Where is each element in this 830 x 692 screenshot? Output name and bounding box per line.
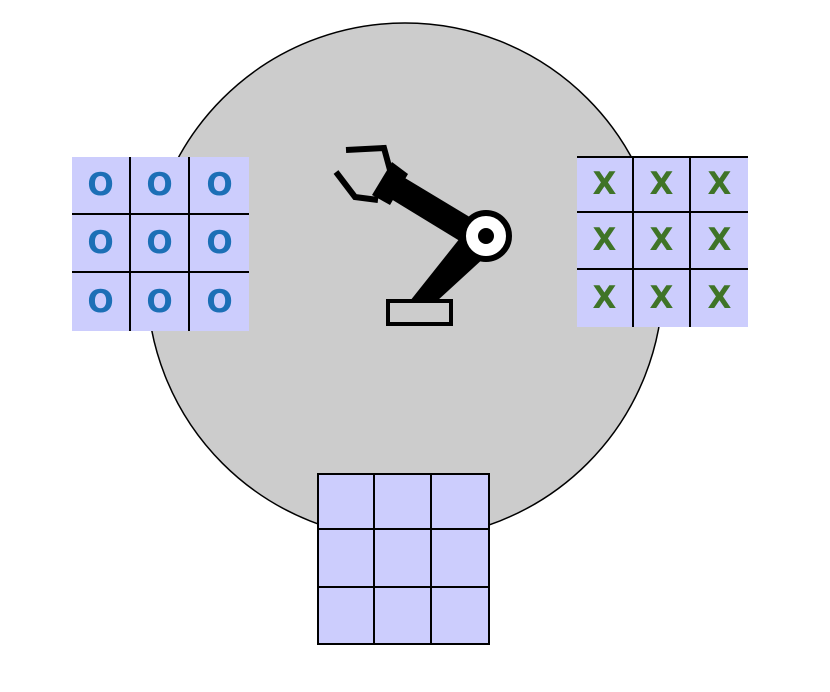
o-piece[interactable]: O: [190, 157, 249, 215]
o-piece[interactable]: O: [72, 157, 131, 215]
o-piece[interactable]: O: [72, 215, 131, 273]
board-cell[interactable]: [432, 530, 490, 588]
x-piece[interactable]: X: [691, 213, 748, 270]
tic-tac-toe-play-board: [317, 473, 490, 645]
board-cell[interactable]: [317, 473, 375, 531]
x-pieces-board: X X X X X X X X X: [577, 156, 748, 327]
o-piece[interactable]: O: [131, 157, 190, 215]
o-piece[interactable]: O: [190, 215, 249, 273]
board-cell[interactable]: [317, 587, 375, 645]
robot-arm-icon: [333, 144, 512, 326]
x-piece[interactable]: X: [634, 270, 691, 327]
x-piece[interactable]: X: [634, 213, 691, 270]
x-piece[interactable]: X: [577, 270, 634, 327]
x-piece[interactable]: X: [577, 213, 634, 270]
board-cell[interactable]: [317, 530, 375, 588]
o-piece[interactable]: O: [206, 283, 233, 320]
board-cell[interactable]: [374, 530, 433, 588]
o-piece[interactable]: O: [72, 273, 131, 331]
x-piece[interactable]: X: [577, 156, 634, 213]
x-piece[interactable]: X: [707, 280, 732, 316]
board-cell[interactable]: [432, 587, 490, 645]
board-cell[interactable]: [432, 473, 490, 531]
o-pieces-board: O O O O O O O O O: [72, 157, 249, 331]
board-cell[interactable]: [374, 473, 433, 531]
x-piece[interactable]: X: [691, 156, 748, 213]
board-cell[interactable]: [374, 587, 433, 645]
o-piece[interactable]: O: [131, 215, 190, 273]
x-piece[interactable]: X: [634, 156, 691, 213]
o-piece[interactable]: O: [131, 273, 190, 331]
